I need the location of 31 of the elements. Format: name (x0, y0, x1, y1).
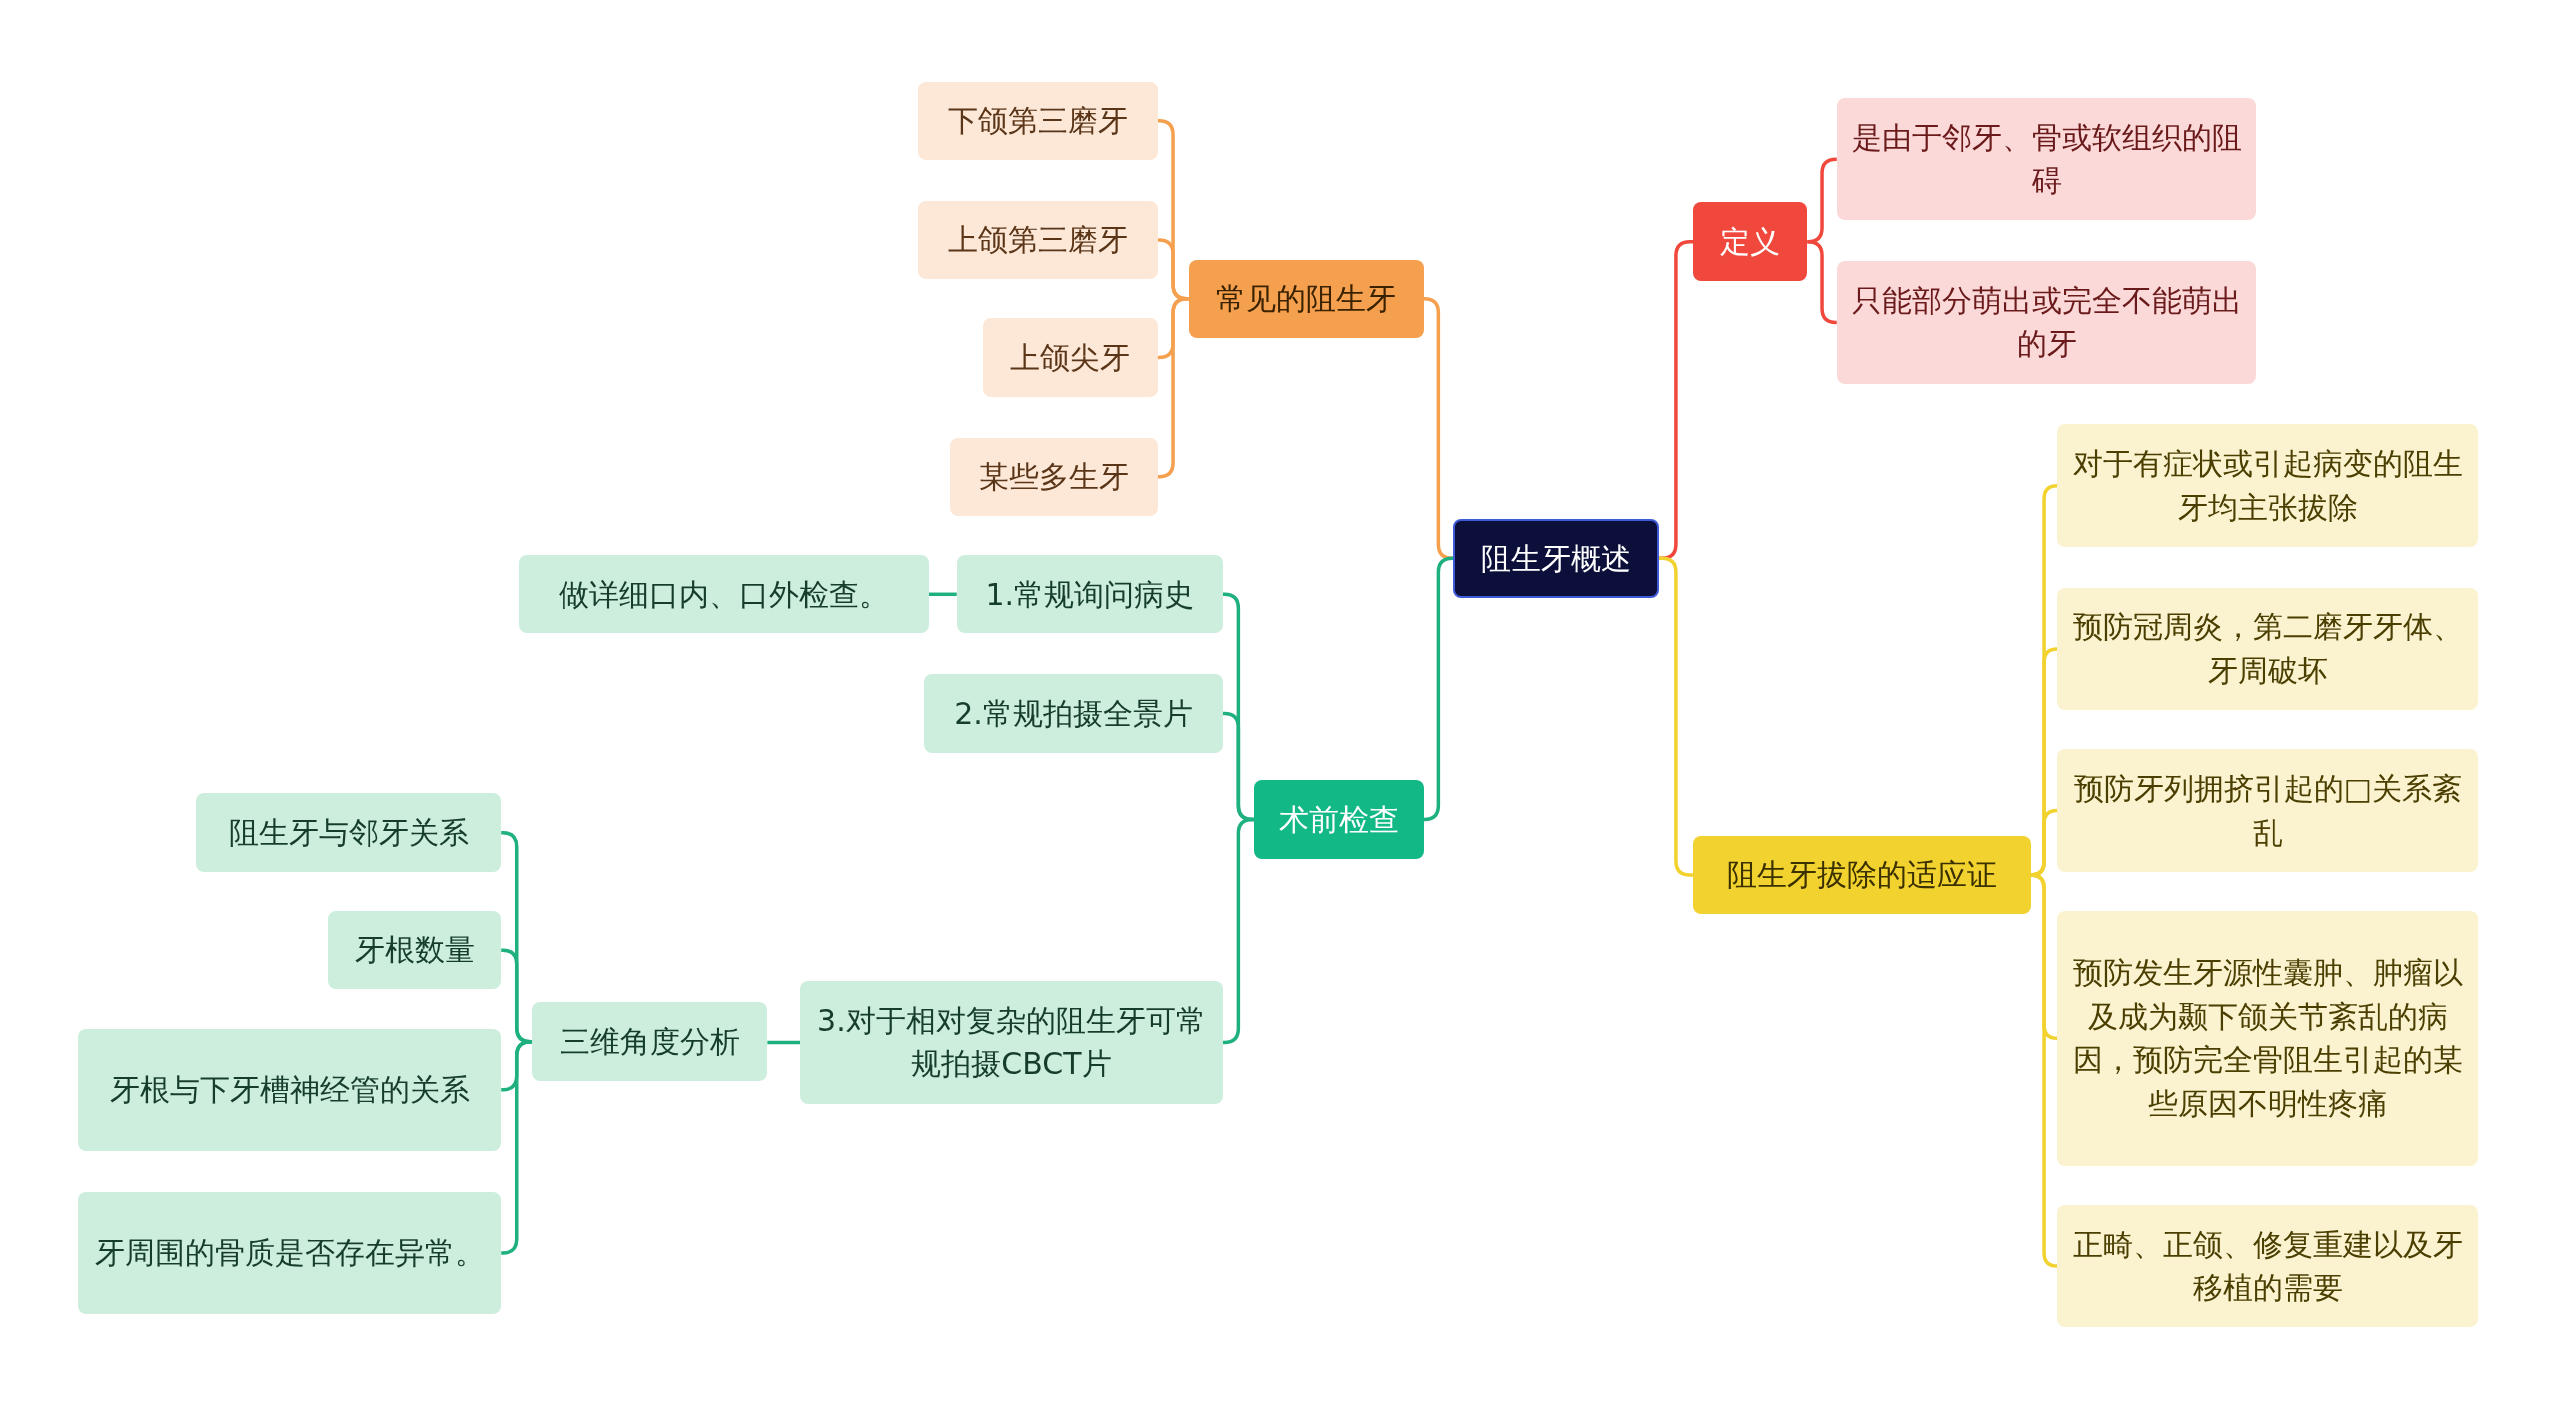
branch-topic-box: 定义 (1693, 202, 1808, 281)
subtopic-box: 牙周围的骨质是否存在异常。 (78, 1191, 502, 1315)
root-topic-box: 阻生牙概述 (1453, 519, 1659, 598)
subtopic-box: 2.常规拍摄全景片 (924, 674, 1223, 753)
branch-topic-box: 常见的阻生牙 (1188, 259, 1424, 338)
subtopic-box: 阻生牙与邻牙关系 (195, 793, 502, 872)
subtopic-box: 下颌第三磨牙 (917, 81, 1158, 160)
subtopic-box: 只能部分萌出或完全不能萌出的牙 (1836, 261, 2257, 384)
connector-line (501, 1039, 533, 1255)
subtopic-box: 正畸、正颌、修复重建以及牙移植的需要 (2057, 1204, 2479, 1328)
subtopic-box: 三维角度分析 (532, 1002, 768, 1081)
branch-topic-box: 阻生牙拔除的适应证 (1693, 835, 2031, 915)
subtopic-box: 上颌尖牙 (982, 318, 1158, 397)
subtopic-box: 牙根数量 (328, 911, 502, 990)
subtopic-box: 1.常规询问病史 (956, 555, 1223, 634)
subtopic-box: 预防发生牙源性囊肿、肿瘤以及成为颞下颌关节紊乱的病因，预防完全骨阻生引起的某些原因不明性疼痛 (2057, 911, 2479, 1166)
connector-line (767, 1040, 800, 1045)
connector-line (929, 592, 957, 597)
subtopic-box: 预防牙列拥挤引起的□关系紊乱 (2057, 749, 2479, 872)
connector-line (1806, 239, 1838, 325)
subtopic-box: 对于有症状或引起病变的阻生牙均主张拔除 (2057, 424, 2479, 547)
subtopic-box: 预防冠周炎，第二磨牙牙体、牙周破坏 (2057, 587, 2479, 711)
branch-topic-box: 术前检查 (1253, 780, 1424, 859)
subtopic-box: 某些多生牙 (950, 437, 1158, 516)
subtopic-box: 牙根与下牙槽神经管的关系 (78, 1028, 502, 1151)
connector-line (1422, 556, 1455, 822)
subtopic-box: 是由于邻牙、骨或软组织的阻碍 (1836, 97, 2257, 221)
subtopic-box: 上颌第三磨牙 (917, 200, 1158, 280)
subtopic-box: 3.对于相对复杂的阻生牙可常规拍摄CBCT片 (800, 981, 1223, 1104)
connector-line (1222, 817, 1255, 1045)
subtopic-box: 做详细口内、口外检查。 (519, 555, 929, 634)
